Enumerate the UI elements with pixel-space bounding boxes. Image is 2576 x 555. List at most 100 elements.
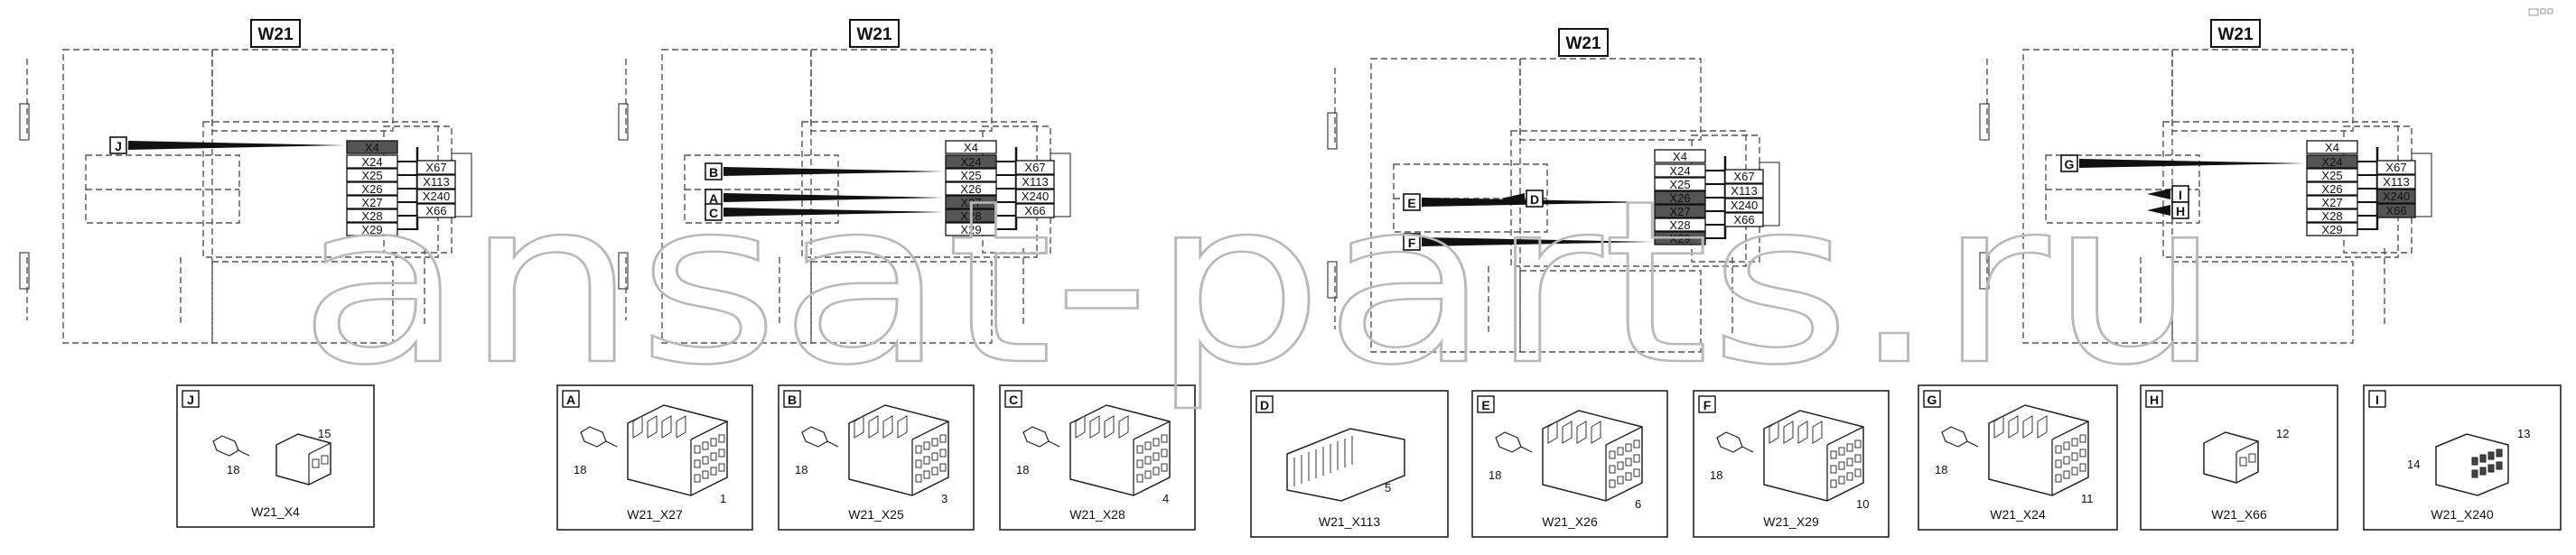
- connector-label-x29: X29: [960, 223, 981, 236]
- pin-cavity: [923, 470, 930, 479]
- part-number: 18: [227, 463, 239, 476]
- panel-letter: H: [2150, 393, 2159, 407]
- panel-caption: W21_X240: [2431, 507, 2493, 522]
- part-number: 18: [1710, 468, 1722, 482]
- callout-letter: I: [2179, 188, 2182, 202]
- mirror-left-top: [1979, 103, 1990, 141]
- panel-letter-box: [1004, 390, 1022, 408]
- latch-slot: [1812, 421, 1823, 444]
- latch-slot: [2037, 415, 2048, 439]
- callout-arrow: [723, 193, 944, 202]
- pin-cavity: [694, 445, 701, 454]
- connector-cell: [2376, 174, 2416, 190]
- pin-cavity: [2487, 464, 2495, 473]
- terminal-tail: [605, 440, 618, 448]
- connector-detail-panels: JW21_X41815AW21_X27181BW21_X25183CW21_X2…: [176, 384, 2562, 538]
- pin-cavity: [915, 459, 922, 468]
- pin-cavity: [1625, 458, 1632, 467]
- latch-slot: [632, 415, 643, 439]
- connector-label-x240: X240: [1022, 190, 1049, 203]
- callout-letter: J: [115, 139, 122, 153]
- pin-cavity: [2071, 438, 2078, 447]
- pin-cavity: [1625, 472, 1632, 481]
- terminal-tail: [1966, 440, 1979, 448]
- connector-cell: [2376, 189, 2416, 204]
- part-number: 15: [318, 427, 331, 440]
- connector-label-x24: X24: [2321, 155, 2342, 169]
- rear-outline: [1519, 270, 1702, 353]
- connector-label-x26: X26: [361, 182, 382, 196]
- latch-slot: [676, 415, 686, 439]
- latch-slot: [2008, 415, 2019, 439]
- connector-label-x28: X28: [2321, 209, 2342, 223]
- pin-cavity: [1609, 465, 1616, 474]
- connector-label-x67: X67: [425, 161, 446, 174]
- callout-box: [705, 162, 723, 180]
- latch-slot: [1591, 421, 1601, 444]
- pin-cavity: [1854, 468, 1862, 477]
- latch-slot: [854, 415, 864, 439]
- connector-label-x4: X4: [365, 141, 379, 154]
- connector-cell: [2376, 203, 2416, 218]
- engine-outline: [1519, 58, 1702, 141]
- part-number: 14: [2407, 458, 2420, 471]
- connector-label-x25: X25: [361, 169, 382, 182]
- callout-letter: C: [709, 206, 718, 220]
- pin-cavity: [1830, 465, 1837, 474]
- connector-cell: [1015, 160, 1055, 175]
- cab-outline: [62, 49, 213, 344]
- connector-label-x29: X29: [361, 223, 382, 236]
- connector-edge: [308, 442, 331, 485]
- engine-outline: [2171, 49, 2354, 132]
- engine-outline: [810, 49, 993, 132]
- callout-c: C: [705, 203, 944, 221]
- pin-cavity: [915, 474, 922, 483]
- callout-arrow: [2147, 189, 2170, 199]
- callout-b: B: [705, 162, 944, 180]
- pin-cavity: [1609, 479, 1616, 488]
- callout-g: G: [2060, 154, 2305, 172]
- pin-cavity: [1838, 461, 1845, 470]
- callout-box: [2171, 201, 2189, 219]
- pin-cavity: [1144, 470, 1152, 479]
- connector-label-x27: X27: [1669, 205, 1690, 218]
- panel-letter-box: [1255, 395, 1274, 413]
- pin-cavity: [1846, 443, 1853, 452]
- pin-cavity: [2063, 456, 2070, 465]
- latch-slot: [1576, 421, 1587, 444]
- panel-caption: W21_X28: [1069, 507, 1125, 522]
- part-number: 18: [574, 463, 586, 476]
- pin-cavity: [2248, 453, 2256, 463]
- part-number: 6: [1635, 497, 1641, 511]
- panel-caption: W21_X113: [1319, 514, 1380, 529]
- callout-box: [2060, 154, 2078, 172]
- terminal-tail: [826, 440, 839, 448]
- callout-letter: H: [2176, 204, 2185, 218]
- pin-cavity: [2063, 470, 2070, 479]
- terminal-tail: [1048, 440, 1060, 448]
- harness-diagrams: W21X4X24X25X26X27X28X29X67X113X240X66JW2…: [19, 19, 2432, 353]
- panel-caption: W21_X25: [848, 507, 904, 522]
- connector-label-x67: X67: [1024, 161, 1045, 174]
- connector-housing: [2203, 431, 2259, 484]
- connector-cell: [416, 203, 456, 218]
- pin-cavity: [702, 441, 709, 450]
- connector-cell: [945, 140, 997, 154]
- pin-cavity: [1144, 441, 1152, 450]
- mirror-left-bottom: [19, 252, 30, 290]
- pin-cavity: [2079, 449, 2086, 458]
- pin-cavity: [2479, 467, 2487, 476]
- connector-cell: [1654, 149, 1706, 163]
- pin-cavity: [1633, 468, 1640, 477]
- connector-label-x28: X28: [960, 209, 981, 223]
- panel-letter-box: [2368, 390, 2386, 408]
- connector-housing: [275, 433, 331, 486]
- pin-cavity: [1136, 459, 1143, 468]
- panel-caption: W21_X66: [2211, 507, 2267, 522]
- connector-label-x113: X113: [1731, 184, 1757, 198]
- connector-label-x26: X26: [960, 182, 981, 196]
- diagram-title-box: [849, 19, 900, 48]
- connector-label-x240: X240: [423, 190, 450, 203]
